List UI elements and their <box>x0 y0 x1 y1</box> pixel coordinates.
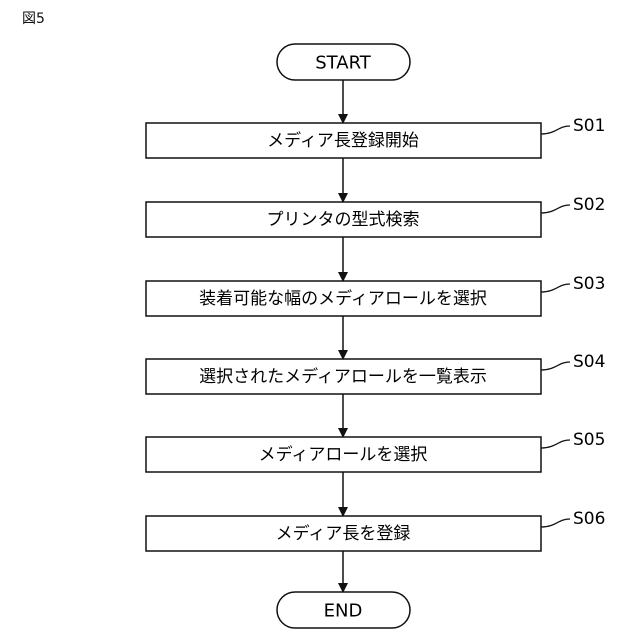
process-box-s05: メディアロールを選択 S05 <box>146 430 605 472</box>
leader-line <box>541 440 570 448</box>
leader-line <box>541 126 570 134</box>
process-text: プリンタの型式検索 <box>267 210 420 230</box>
start-label: START <box>315 53 372 74</box>
process-text: メディアロールを選択 <box>259 444 428 465</box>
start-terminal: START <box>277 44 410 80</box>
process-box-s02: プリンタの型式検索 S02 <box>146 195 605 237</box>
leader-line <box>541 284 570 292</box>
process-text: 選択されたメディアロールを一覧表示 <box>199 366 487 387</box>
step-id: S05 <box>573 430 605 450</box>
step-id: S02 <box>573 195 605 215</box>
step-id: S04 <box>573 352 605 372</box>
process-box-s01: メディア長登録開始 S01 <box>146 116 605 158</box>
process-text: メディア長登録開始 <box>267 130 419 151</box>
step-id: S01 <box>573 116 605 136</box>
end-terminal: END <box>277 592 410 628</box>
step-id: S06 <box>573 509 605 529</box>
end-label: END <box>324 601 363 622</box>
process-box-s06: メディア長を登録 S06 <box>146 509 605 551</box>
process-text: 装着可能な幅のメディアロールを選択 <box>199 288 487 309</box>
leader-line <box>541 519 570 527</box>
process-box-s03: 装着可能な幅のメディアロールを選択 S03 <box>146 274 605 316</box>
process-box-s04: 選択されたメディアロールを一覧表示 S04 <box>146 352 605 394</box>
process-text: メディア長を登録 <box>276 523 411 544</box>
step-id: S03 <box>573 274 605 294</box>
leader-line <box>541 205 570 213</box>
leader-line <box>541 362 570 370</box>
